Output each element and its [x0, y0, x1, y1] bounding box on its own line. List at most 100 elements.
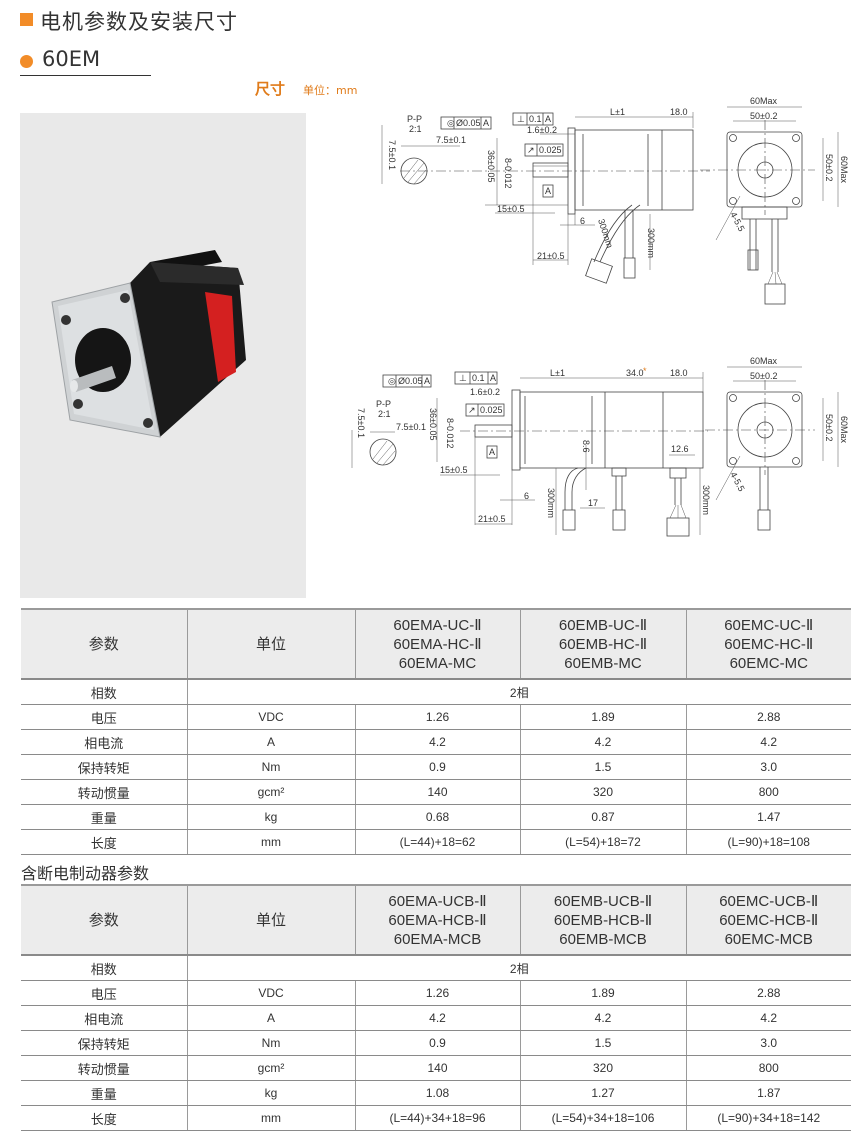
brake-table-title: 含断电制动器参数 — [21, 864, 150, 883]
rear-length: 18.0 — [670, 368, 688, 378]
runout-value: Ø0.05 — [398, 376, 423, 386]
table-cell: (L=44)+18=62 — [354, 829, 520, 855]
mounting-holes: 4-5.5 — [728, 210, 746, 233]
table-cell: 1.89 — [519, 704, 686, 730]
row-label: 转动惯量 — [21, 779, 187, 805]
table-cell: (L=54)+18=72 — [519, 829, 686, 855]
table-cell: 1.5 — [519, 754, 686, 780]
runout-datum: A — [483, 118, 489, 128]
flange-gap: 1.6±0.2 — [470, 387, 500, 397]
section-scale: 2:1 — [378, 409, 391, 419]
perp-value: 0.1 — [472, 373, 485, 383]
table-cell: 320 — [519, 1055, 686, 1081]
table-cell: 0.9 — [354, 754, 520, 780]
front-hole-pitch-vertical: 50±0.2 — [824, 154, 834, 181]
table-cell: 0.9 — [354, 1030, 520, 1056]
table-cell: 2相 — [186, 955, 851, 981]
table-cell: 3.0 — [685, 754, 851, 780]
table-cell: 4.2 — [519, 1005, 686, 1031]
unit-cell: VDC — [186, 980, 355, 1006]
row-label: 电压 — [21, 980, 187, 1006]
brake-connector-offset: 17 — [588, 498, 598, 508]
table-cell: 1.26 — [354, 980, 520, 1006]
mounting-holes: 4-5.5 — [728, 470, 746, 493]
runout-datum: A — [424, 376, 430, 386]
row-label: 电压 — [21, 704, 187, 730]
flange-thickness: 6 — [524, 491, 529, 501]
page-title: 电机参数及安装尺寸 — [40, 10, 238, 34]
flat-width: 7.5±0.1 — [436, 135, 466, 145]
unit-cell: kg — [186, 1080, 355, 1106]
perp-datum: A — [490, 373, 496, 383]
table-cell: 0.87 — [519, 804, 686, 830]
table-cell: (L=54)+34+18=106 — [519, 1105, 686, 1131]
table-cell: 2.88 — [685, 980, 851, 1006]
table-cell: (L=44)+34+18=96 — [354, 1105, 520, 1131]
unit-cell: Nm — [186, 1030, 355, 1056]
perp-symbol: ⊥ — [517, 114, 525, 124]
row-label: 长度 — [21, 829, 187, 855]
flange-thickness: 6 — [580, 216, 585, 226]
perp-datum: A — [545, 114, 551, 124]
brake-height: 8.6 — [581, 440, 591, 453]
shaft-diameter: 8-0.012 — [445, 418, 455, 449]
circ-symbol: ↗ — [527, 145, 535, 155]
title-square-icon — [20, 13, 33, 26]
front-hole-pitch: 50±0.2 — [750, 371, 777, 381]
table-cell: 320 — [519, 779, 686, 805]
runout-value: Ø0.05 — [456, 118, 481, 128]
shaft-length-1: 15±0.5 — [497, 204, 524, 214]
row-label: 重量 — [21, 804, 187, 830]
front-hole-pitch: 50±0.2 — [750, 111, 777, 121]
table-cell: 1.27 — [519, 1080, 686, 1106]
front-outer-width: 60Max — [750, 96, 778, 106]
column-header: 参数 — [21, 608, 187, 680]
column-header: 单位 — [186, 884, 355, 956]
front-view-standard: 60Max 50±0.2 50±0.2 60Max 4-5.5 — [700, 96, 849, 305]
perp-value: 0.1 — [529, 114, 542, 124]
section-scale: 2:1 — [409, 124, 422, 134]
section-label: P-P — [376, 399, 391, 409]
row-label: 长度 — [21, 1105, 187, 1131]
runout-symbol: ◎ — [388, 376, 396, 386]
perp-symbol: ⊥ — [459, 373, 467, 383]
brake-length: 34.0 — [626, 368, 644, 378]
column-header: 单位 — [186, 608, 355, 680]
dimension-title: 尺寸 — [255, 80, 286, 98]
table-cell: 4.2 — [519, 729, 686, 755]
brake-length-mark: * — [643, 366, 647, 376]
flange-gap: 1.6±0.2 — [527, 125, 557, 135]
unit-cell: gcm² — [186, 779, 355, 805]
table-cell: 140 — [354, 779, 520, 805]
table-cell: 800 — [685, 1055, 851, 1081]
side-view-brake: ◎ Ø0.05 A ⊥ 0.1 A ↗ 0.025 A P-P 2:1 7.5±… — [351, 366, 711, 537]
front-hole-pitch-vertical: 50±0.2 — [824, 414, 834, 441]
table-cell: 140 — [354, 1055, 520, 1081]
cable-length-2: 300mm — [701, 485, 711, 515]
bullet-dot-icon — [20, 55, 33, 68]
pilot-diameter: 36±0.05 — [486, 150, 496, 182]
table-cell: 0.68 — [354, 804, 520, 830]
body-length: L±1 — [550, 368, 565, 378]
table-cell: 800 — [685, 779, 851, 805]
